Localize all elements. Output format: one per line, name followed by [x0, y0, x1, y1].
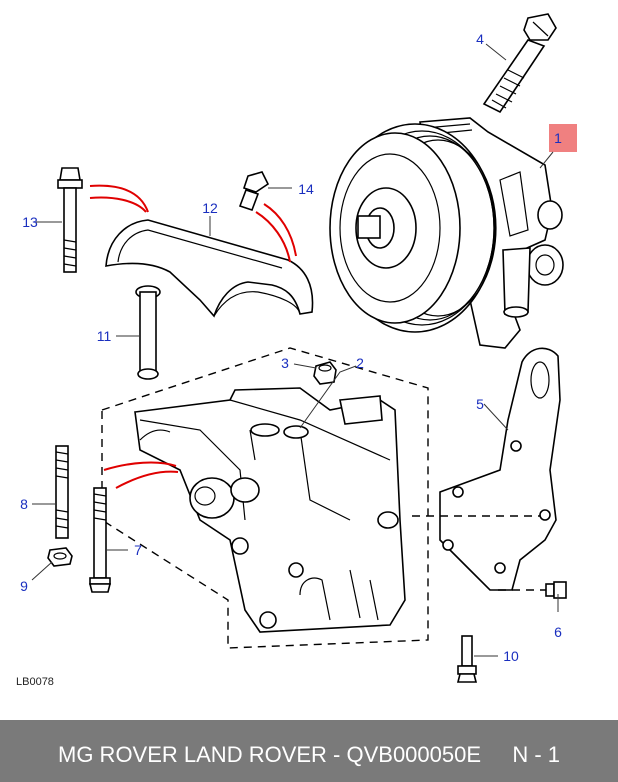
steering-pump-1	[329, 117, 564, 349]
callout-12: 12	[202, 200, 218, 216]
leader-9	[31, 561, 53, 581]
nut-9	[47, 547, 73, 567]
mounting-bracket-2	[134, 387, 406, 633]
callout-6: 6	[554, 624, 562, 640]
footer-part-number: MG ROVER LAND ROVER - QVB000050E	[58, 742, 482, 767]
stud-8	[55, 445, 69, 539]
leader-2	[299, 365, 357, 429]
callout-1: 1	[554, 130, 562, 146]
cap-3	[313, 361, 337, 385]
callout-13: 13	[22, 214, 38, 230]
bolt-6	[545, 581, 567, 599]
diagram-code: LB0078	[16, 676, 54, 688]
leader-1	[539, 151, 554, 169]
callout-14: 14	[298, 181, 314, 197]
callout-10: 10	[503, 648, 519, 664]
exploded-parts-diagram: 1 2 3 4 5 6 7 8 9 10 11 12 13 14	[20, 13, 577, 683]
callout-8: 8	[20, 496, 28, 512]
footer-page-ref: N - 1	[512, 742, 560, 767]
leader-5	[483, 403, 509, 431]
assembly-line-bracket-b	[115, 470, 179, 489]
bolt-14	[238, 171, 270, 212]
bolt-4	[482, 13, 557, 114]
bracket-group-outline	[101, 347, 429, 649]
callout-4: 4	[476, 31, 484, 47]
assembly-line-13-b	[89, 196, 147, 213]
leader-4	[485, 43, 507, 61]
highlight-box-1	[549, 124, 577, 152]
spacer-11	[135, 285, 161, 380]
heat-shield-12	[105, 219, 314, 318]
assembly-line-14-b	[263, 203, 297, 257]
bolt-7	[88, 487, 112, 593]
callout-2: 2	[356, 355, 364, 371]
stud-13	[57, 167, 83, 273]
callout-7: 7	[134, 542, 142, 558]
footer-bar: MG ROVER LAND ROVER - QVB000050E N - 1	[0, 720, 618, 782]
assembly-line-14-a	[255, 211, 291, 263]
callout-9: 9	[20, 578, 28, 594]
assembly-line-13-a	[89, 184, 149, 213]
leader-3	[293, 363, 317, 369]
callout-5: 5	[476, 396, 484, 412]
bolt-10	[456, 635, 478, 683]
assembly-line-bracket-a	[103, 461, 177, 471]
callout-11: 11	[97, 328, 112, 344]
plate-bracket-5	[439, 347, 561, 591]
callout-3: 3	[281, 355, 289, 371]
